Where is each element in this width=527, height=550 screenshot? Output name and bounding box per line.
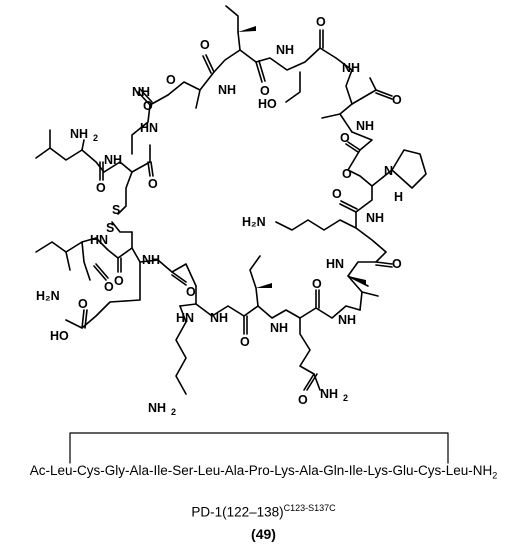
label-nh: NH xyxy=(366,211,384,225)
label-subscript: 2 xyxy=(93,133,98,143)
label-nh: NH xyxy=(104,153,122,167)
lower-left-backbone xyxy=(35,231,197,329)
peptide-name-main: PD-1(122–138) xyxy=(191,504,284,520)
label-o: O xyxy=(96,181,106,195)
label-nh: NH xyxy=(142,253,160,267)
label-nh2-n-term: NH xyxy=(70,127,88,141)
peptide-name-superscript: C123-S137C xyxy=(283,503,336,513)
right-backbone xyxy=(275,131,427,311)
label-o: O xyxy=(312,277,322,291)
label-o: O xyxy=(200,38,210,52)
label-nh: NH xyxy=(218,83,236,97)
label-o: O xyxy=(186,285,196,299)
top-backbone xyxy=(167,5,393,133)
label-o: O xyxy=(78,297,88,311)
label-o: O xyxy=(332,187,342,201)
label-ho: HO xyxy=(258,97,277,111)
label-o: O xyxy=(148,177,158,191)
label-subscript: 2 xyxy=(343,393,348,403)
label-nh: NH xyxy=(210,311,228,325)
sequence-text: Ac-Leu-Cys-Gly-Ala-Ile-Ser-Leu-Ala-Pro-L… xyxy=(29,463,493,478)
peptide-structure-diagram: O NH O NH O HO NH O O NH O HN NH 2 NH O … xyxy=(35,5,427,417)
label-nh: NH xyxy=(132,85,150,99)
label-h2n-lys: H₂N xyxy=(242,215,266,229)
peptide-sequence: Ac-Leu-Cys-Gly-Ala-Ile-Ser-Leu-Ala-Pro-L… xyxy=(0,463,527,481)
label-o: O xyxy=(298,393,308,407)
bottom-backbone xyxy=(175,255,361,395)
label-o: O xyxy=(340,131,350,145)
compound-number: (49) xyxy=(251,526,276,542)
label-n-ring: N xyxy=(384,164,393,178)
label-nh: NH xyxy=(342,61,360,75)
label-hn: HN xyxy=(140,121,158,135)
label-h2n-c-term: H₂N xyxy=(36,289,60,303)
label-o: O xyxy=(392,257,402,271)
label-s: S xyxy=(112,203,120,217)
label-subscript: 2 xyxy=(171,407,176,417)
label-ho: HO xyxy=(50,329,69,343)
label-o: O xyxy=(114,274,124,288)
label-nh: NH xyxy=(270,321,288,335)
label-nh: NH xyxy=(356,119,374,133)
peptide-name: PD-1(122–138)C123-S137C xyxy=(0,503,527,520)
atom-labels: O NH O NH O HO NH O O NH O HN NH 2 NH O … xyxy=(36,15,403,417)
label-nh: NH xyxy=(338,313,356,327)
label-hn: HN xyxy=(90,233,108,247)
label-hn: HN xyxy=(326,257,344,271)
label-o: O xyxy=(342,167,352,181)
label-s: S xyxy=(106,221,114,235)
label-nh2-lys-bottom: NH xyxy=(148,401,166,415)
upper-left-backbone xyxy=(35,88,169,233)
label-nh: NH xyxy=(276,43,294,57)
label-nh2-gln: NH xyxy=(320,387,338,401)
cyclization-bracket xyxy=(69,432,449,464)
label-o: O xyxy=(240,335,250,349)
label-o: O xyxy=(166,73,176,87)
label-hn: HN xyxy=(176,311,194,325)
label-o: O xyxy=(143,99,153,113)
label-o: O xyxy=(104,280,114,294)
sequence-subscript: 2 xyxy=(492,470,498,481)
label-o: O xyxy=(260,84,270,98)
label-o: O xyxy=(316,15,326,29)
label-o: O xyxy=(392,93,402,107)
label-h-ring: H xyxy=(394,190,403,204)
